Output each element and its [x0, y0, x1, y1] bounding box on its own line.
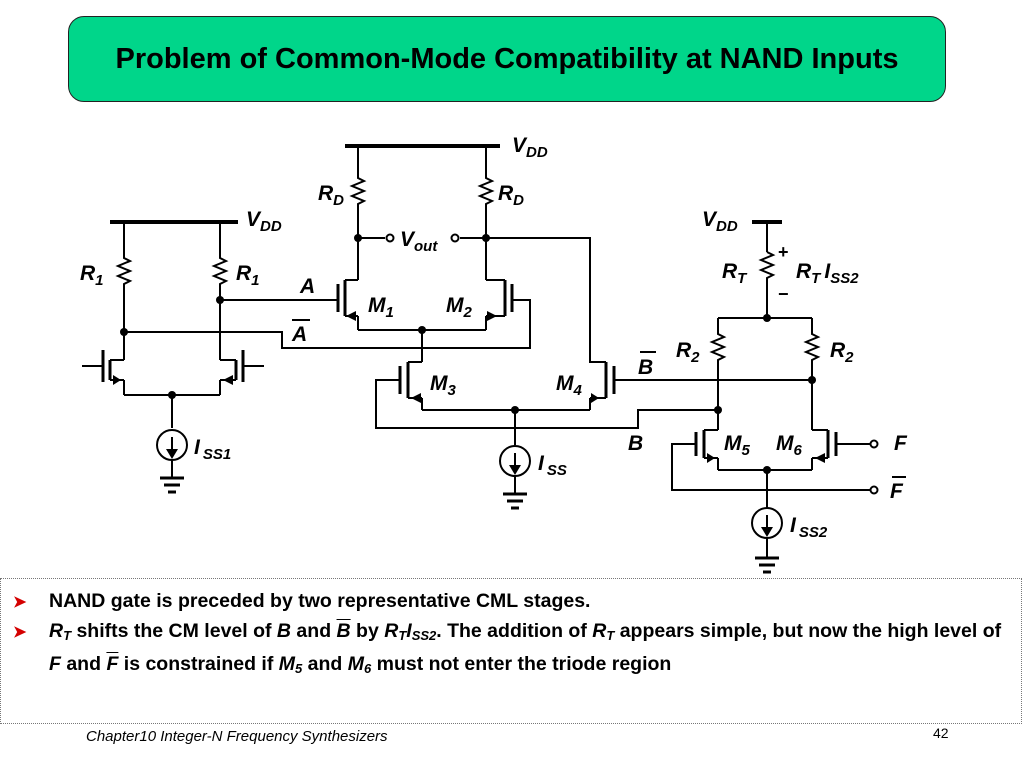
r1-right-resistor — [211, 222, 229, 360]
m2-label: M2 — [446, 294, 473, 321]
m4-label: M4 — [556, 372, 583, 399]
vout-label: Vout — [400, 228, 438, 255]
bullet-text-2: RT shifts the CM level of B and B by RTI… — [49, 620, 1002, 676]
r2-left-resistor — [709, 318, 727, 430]
bullet-text-1: NAND gate is preceded by two representat… — [49, 590, 591, 612]
output-f-label: F — [894, 432, 908, 455]
rd-left-label: RD — [318, 182, 344, 209]
vdd-label-left: VDD — [246, 208, 282, 235]
bullet-list: ➤ NAND gate is preceded by two represent… — [0, 578, 1022, 724]
footer-chapter: Chapter10 Integer-N Frequency Synthesize… — [86, 728, 388, 745]
m6-label: M6 — [776, 432, 803, 459]
rt-label: RT — [722, 260, 748, 287]
bullet-item: ➤ RT shifts the CM level of B and B by R… — [13, 617, 1009, 683]
r2-right-label: R2 — [830, 339, 854, 366]
input-b-label: B — [628, 432, 643, 455]
m1-label: M1 — [368, 294, 394, 321]
r1-left-resistor — [115, 222, 133, 360]
r1-right-label: R1 — [236, 262, 260, 289]
bullet-item: ➤ NAND gate is preceded by two represent… — [13, 587, 1009, 617]
rd-right-label: RD — [498, 182, 524, 209]
r1-left-label: R1 — [80, 262, 104, 289]
circuit-diagram: VDD VDD VDD RD RD R1 R1 R2 R2 RT RTISS2 … — [80, 134, 908, 574]
title-banner: Problem of Common-Mode Compatibility at … — [68, 16, 946, 102]
vdd-label-right: VDD — [702, 208, 738, 235]
rt-resistor — [758, 251, 776, 318]
m3-label: M3 — [430, 372, 457, 399]
r2-left-label: R2 — [676, 339, 700, 366]
page-number: 42 — [933, 725, 949, 741]
output-f-bar-label: F — [890, 480, 904, 503]
input-a-bar-label: A — [291, 323, 307, 346]
page-title: Problem of Common-Mode Compatibility at … — [115, 43, 899, 75]
minus-sign: − — [778, 284, 789, 304]
rd-left-resistor — [349, 146, 367, 238]
m5-label: M5 — [724, 432, 751, 459]
rd-right-resistor — [477, 146, 495, 238]
plus-sign: + — [778, 242, 789, 262]
input-a-label: A — [299, 275, 315, 298]
arrowhead-bullet-icon: ➤ — [13, 624, 27, 641]
arrowhead-bullet-icon: ➤ — [13, 594, 27, 611]
input-b-bar-label: B — [638, 356, 653, 379]
vdd-label-center: VDD — [512, 134, 548, 161]
r2-right-resistor — [803, 318, 821, 430]
